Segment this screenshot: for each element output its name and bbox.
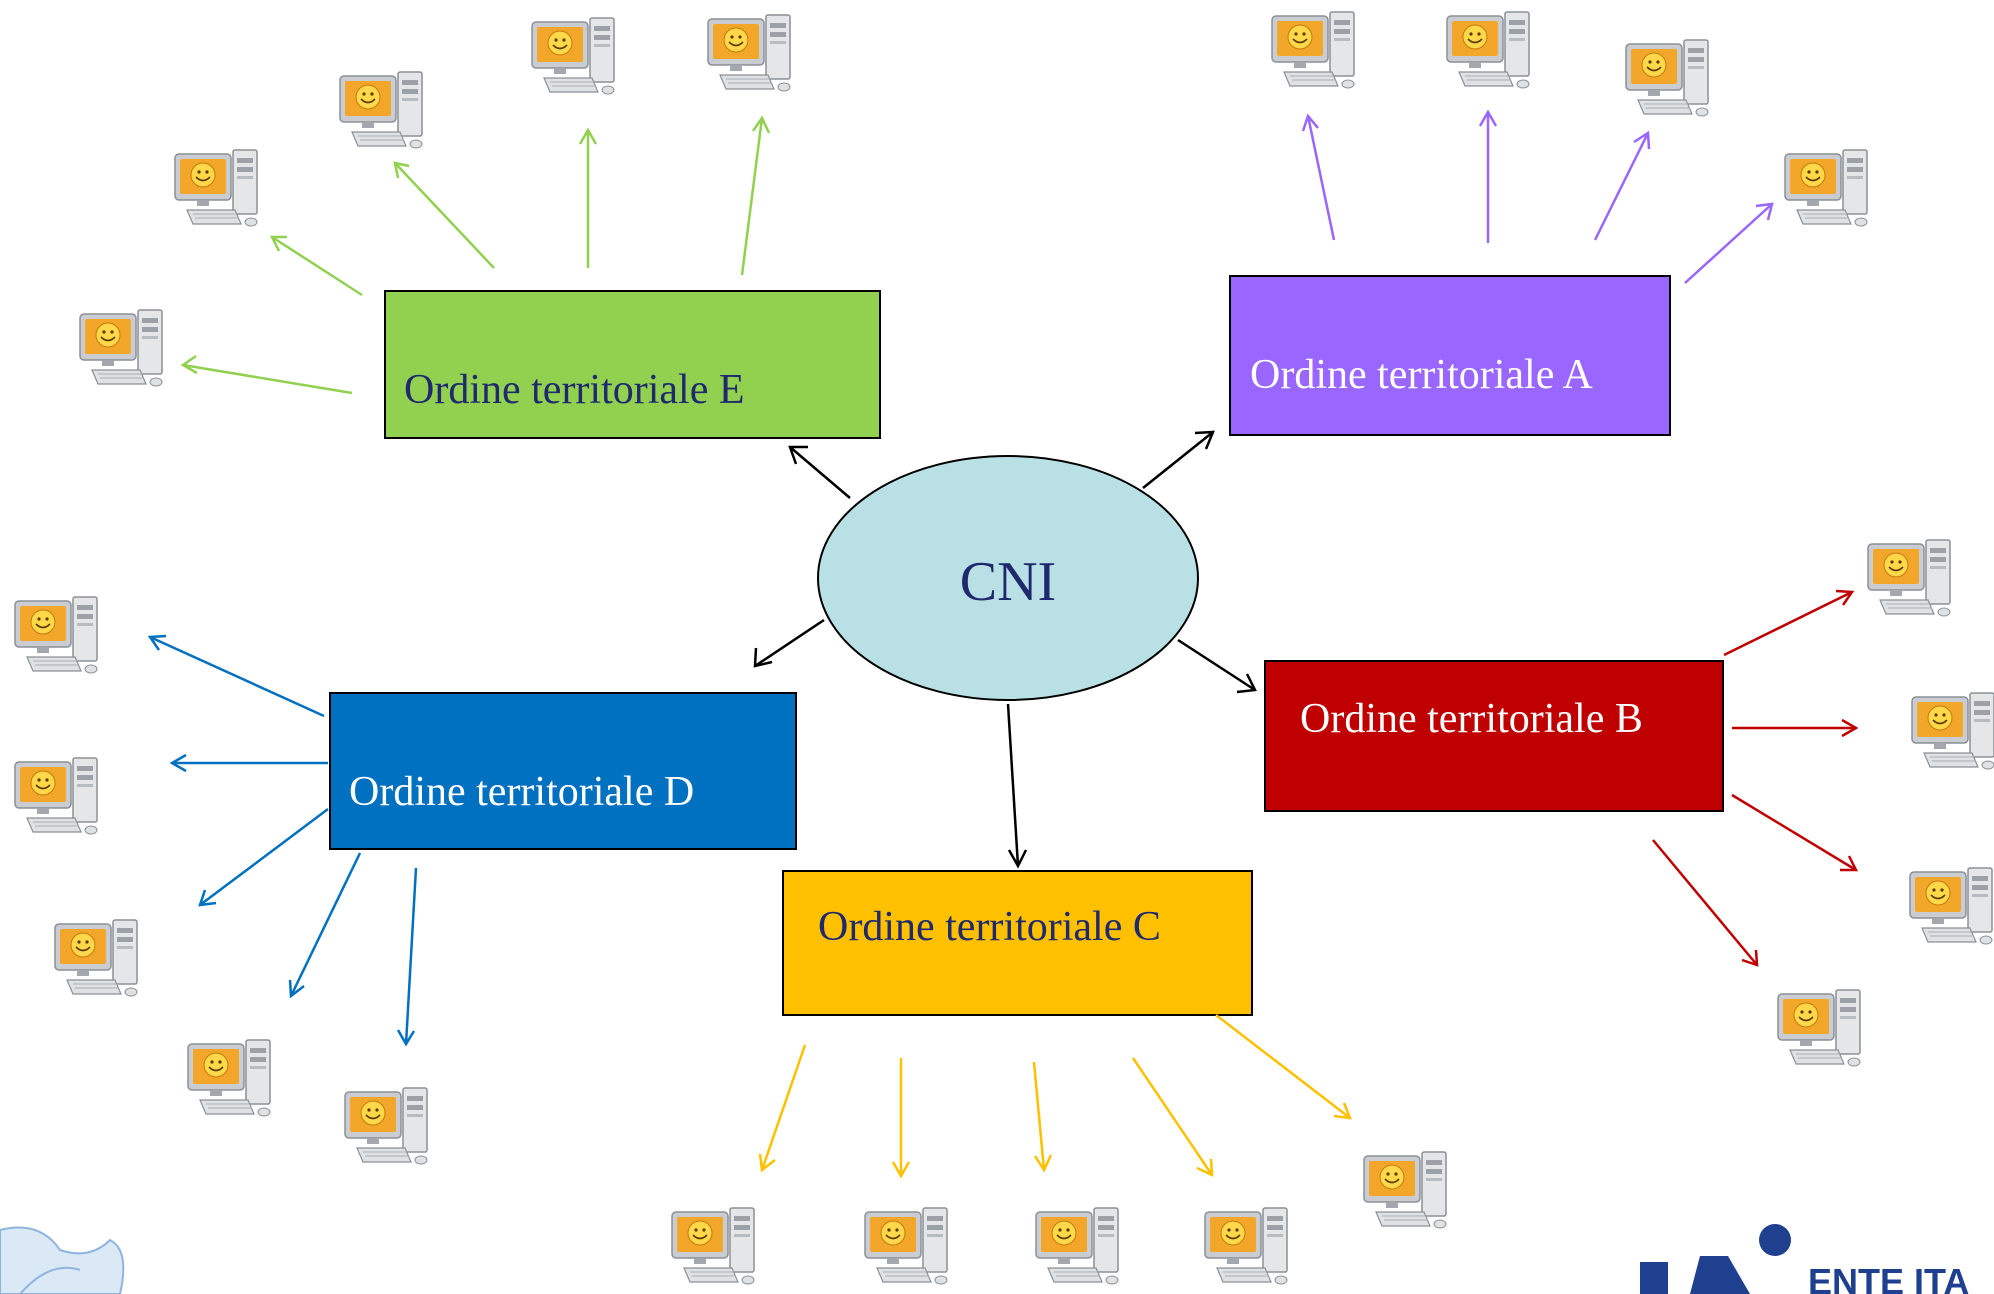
computer-icon (14, 596, 98, 674)
computer-icon (1363, 1151, 1447, 1229)
logo-caption: ENTE ITA (1808, 1261, 1969, 1294)
computer-icon (1446, 11, 1530, 89)
center-label: CNI (960, 551, 1056, 613)
node-c-label: Ordine territoriale C (818, 904, 1161, 950)
node-d-label: Ordine territoriale D (349, 769, 694, 815)
computer-icon (1204, 1207, 1288, 1285)
computer-icon (79, 309, 163, 387)
computer-icon (1777, 989, 1861, 1067)
node-b-label: Ordine territoriale B (1300, 696, 1643, 742)
computer-icon (344, 1087, 428, 1165)
computer-icon (14, 757, 98, 835)
node-e-label: Ordine territoriale E (404, 367, 745, 413)
computer-icon (707, 14, 791, 92)
uni-logo: ENTE ITA (1640, 1224, 1969, 1294)
computer-icon (671, 1207, 755, 1285)
computer-icon (864, 1207, 948, 1285)
computer-icon (1909, 867, 1993, 945)
node-ordine-a: Ordine territoriale A (1229, 275, 1671, 436)
node-e-arrows (180, 115, 771, 395)
computer-icon (531, 17, 615, 95)
computer-icon (54, 919, 138, 997)
node-ordine-b: Ordine territoriale B (1264, 660, 1724, 812)
computer-icon (1625, 39, 1709, 117)
center-arrows (753, 430, 1257, 869)
computer-icon (1035, 1207, 1119, 1285)
puzzle-corner-icon (0, 1226, 125, 1294)
node-d-arrows (147, 634, 418, 1047)
computer-icon (1911, 692, 1994, 770)
computer-icon (187, 1039, 271, 1117)
computer-icon (1784, 149, 1868, 227)
computer-icon (1271, 11, 1355, 89)
computer-icon (174, 149, 258, 227)
node-ordine-d: Ordine territoriale D (329, 692, 797, 850)
node-b-arrows (1652, 589, 1859, 967)
node-c-arrows (758, 1014, 1352, 1179)
computer-icon (1867, 539, 1951, 617)
node-ordine-e: Ordine territoriale E (384, 290, 881, 439)
computer-icon (339, 71, 423, 149)
center-node: CNI (817, 455, 1199, 701)
node-a-label: Ordine territoriale A (1250, 352, 1594, 398)
node-a-arrows (1301, 109, 1774, 284)
node-ordine-c: Ordine territoriale C (782, 870, 1253, 1016)
